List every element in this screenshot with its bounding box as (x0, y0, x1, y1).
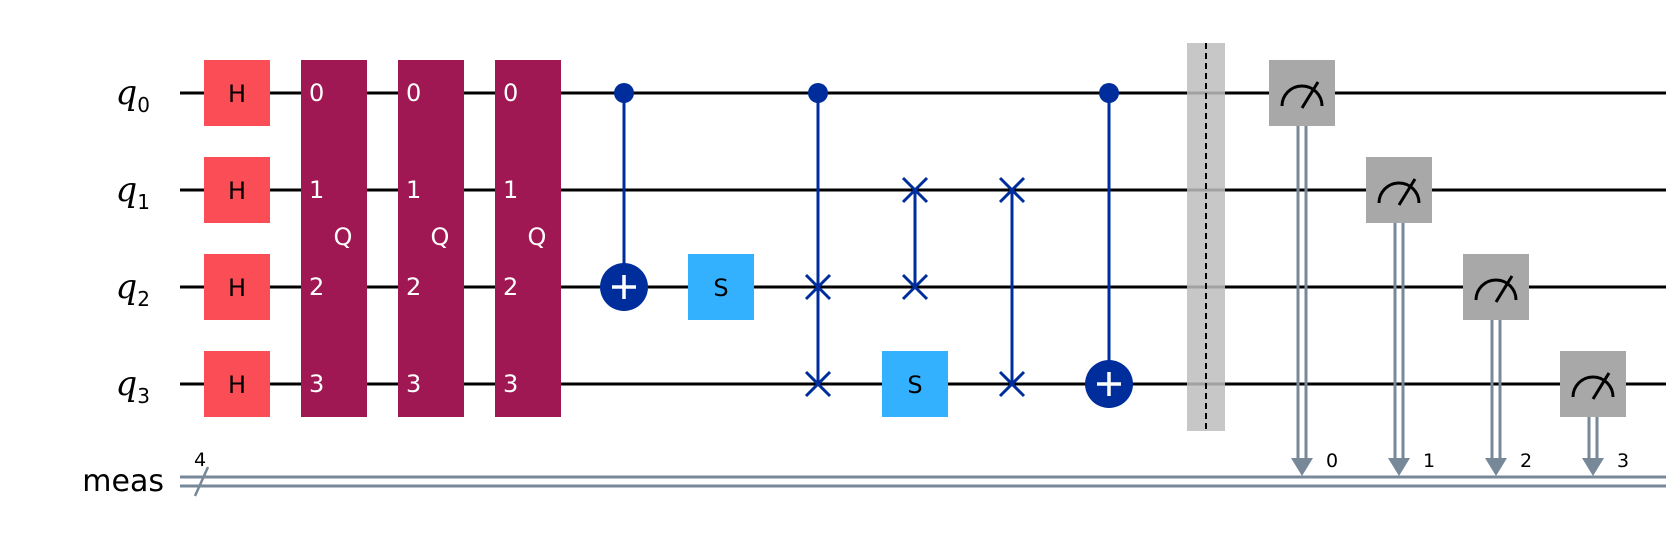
swap-gate[interactable] (901, 176, 929, 301)
svg-text:Q: Q (528, 223, 547, 251)
qubit-label-3: q3 (116, 364, 151, 408)
qubit-labels: q0 q1 q2 q3 meas (82, 73, 164, 499)
meter-icon (1571, 375, 1615, 398)
q-blocks: 0 1 2 3 Q 0 1 2 3 Q 0 1 2 3 Q (301, 60, 561, 417)
h-gate[interactable]: H (204, 351, 270, 417)
svg-text:3: 3 (503, 370, 518, 398)
q-block[interactable]: 0 1 2 3 Q (495, 60, 561, 417)
svg-text:2: 2 (309, 273, 324, 301)
hadamard-gates: H H H H (204, 60, 270, 417)
h-gate[interactable]: H (204, 157, 270, 223)
svg-text:0: 0 (1326, 450, 1338, 472)
svg-text:0: 0 (503, 79, 518, 107)
control-dot (1099, 83, 1119, 103)
svg-text:H: H (228, 274, 246, 302)
h-gate[interactable]: H (204, 254, 270, 320)
classical-register-label: meas (82, 464, 164, 499)
svg-text:2: 2 (406, 273, 421, 301)
s-gate[interactable]: S (688, 254, 754, 320)
meter-icon (1377, 181, 1421, 204)
cx-gate[interactable] (1085, 83, 1133, 408)
classical-wire: 4 (180, 449, 1666, 497)
qubit-label-1: q1 (116, 170, 151, 214)
measure-gate[interactable]: 1 (1366, 157, 1435, 476)
swap-gate[interactable] (804, 83, 832, 398)
svg-text:H: H (228, 80, 246, 108)
svg-text:Q: Q (431, 223, 450, 251)
svg-text:H: H (228, 371, 246, 399)
register-width-label: 4 (194, 449, 206, 471)
control-dot (614, 83, 634, 103)
svg-text:H: H (228, 177, 246, 205)
meter-icon (1474, 278, 1518, 301)
svg-text:S: S (713, 274, 728, 302)
svg-text:2: 2 (503, 273, 518, 301)
s-gate[interactable]: S (882, 351, 948, 417)
svg-text:3: 3 (406, 370, 421, 398)
swap-gate[interactable] (998, 176, 1026, 398)
q-block[interactable]: 0 1 2 3 Q (398, 60, 464, 417)
svg-text:0: 0 (309, 79, 324, 107)
measure-gate[interactable]: 3 (1560, 351, 1629, 476)
register-width-slash (193, 466, 210, 497)
measurements: 0 1 2 3 (1269, 60, 1629, 476)
control-dot (808, 83, 828, 103)
svg-text:1: 1 (406, 176, 421, 204)
qubit-label-2: q2 (116, 267, 151, 311)
svg-text:1: 1 (1423, 450, 1435, 472)
h-gate[interactable]: H (204, 60, 270, 126)
measure-gate[interactable]: 0 (1269, 60, 1338, 476)
svg-text:1: 1 (309, 176, 324, 204)
svg-text:2: 2 (1520, 450, 1532, 472)
svg-text:3: 3 (1617, 450, 1629, 472)
svg-text:S: S (907, 371, 922, 399)
cx-gate[interactable] (600, 83, 648, 311)
meter-icon (1280, 84, 1324, 107)
svg-text:3: 3 (309, 370, 324, 398)
svg-text:1: 1 (503, 176, 518, 204)
measure-gate[interactable]: 2 (1463, 254, 1532, 476)
svg-text:Q: Q (334, 223, 353, 251)
svg-text:0: 0 (406, 79, 421, 107)
qubit-label-0: q0 (116, 73, 151, 117)
barrier[interactable] (1187, 43, 1225, 431)
q-block[interactable]: 0 1 2 3 Q (301, 60, 367, 417)
